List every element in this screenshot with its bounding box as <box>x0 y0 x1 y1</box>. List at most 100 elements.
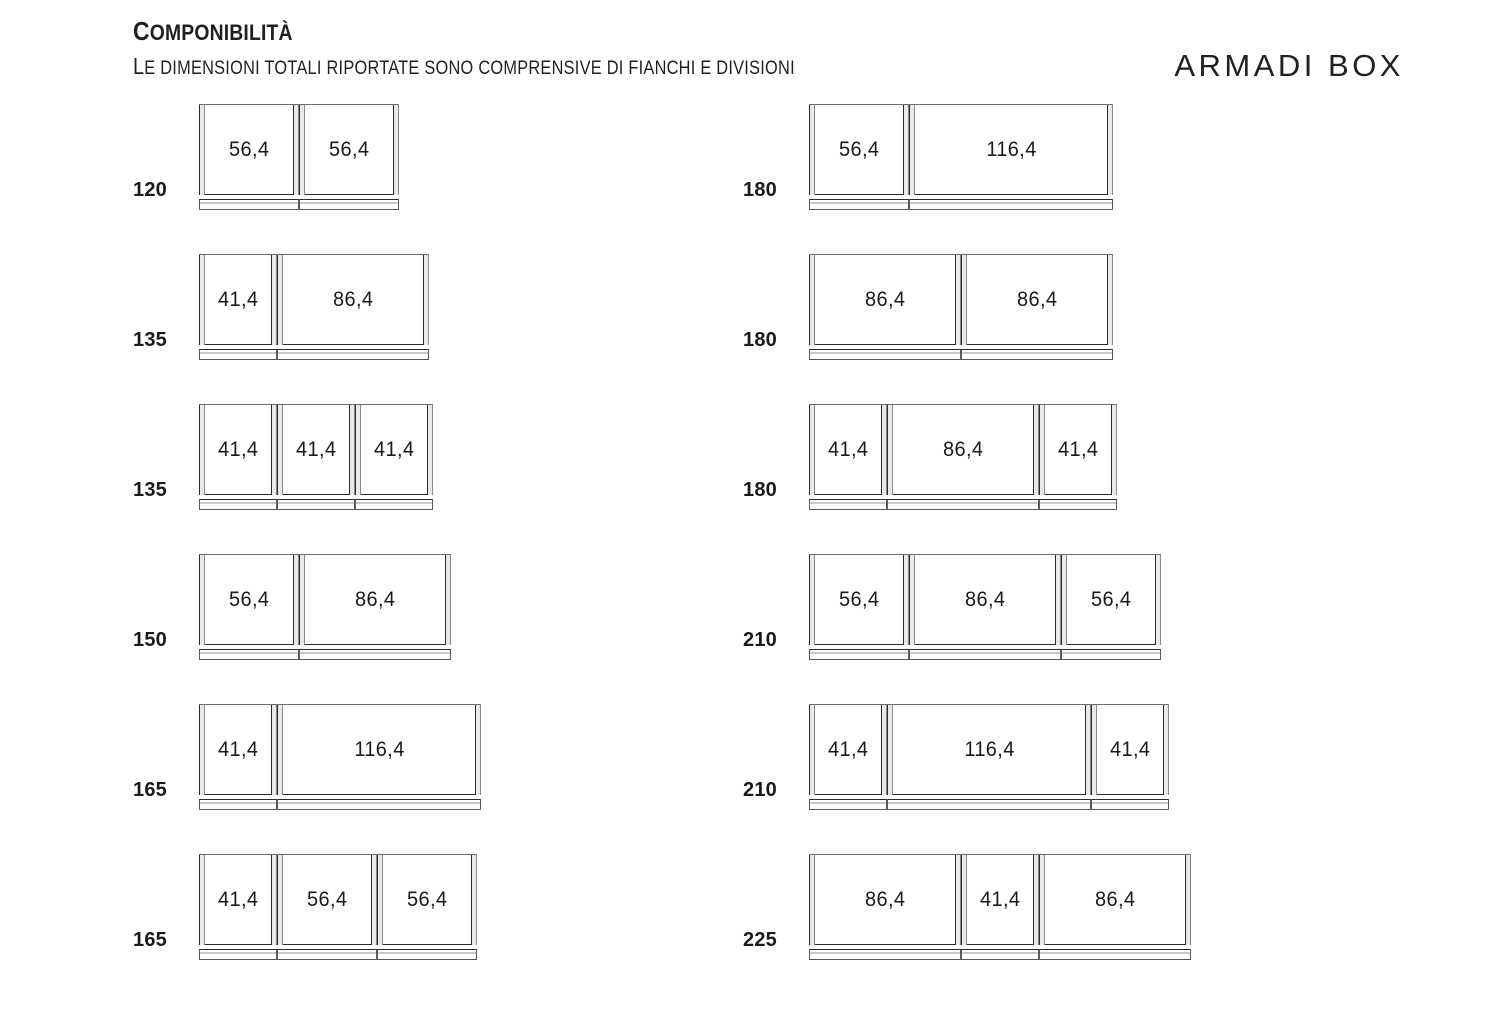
side-panel-left <box>961 255 967 345</box>
module-body: 86,4 <box>299 554 451 645</box>
side-panel-right <box>1033 405 1039 495</box>
module-bay: 116,4 <box>915 105 1107 195</box>
side-panel-left <box>299 105 305 195</box>
wardrobe-module: 86,4 <box>809 854 961 960</box>
module-bay: 56,4 <box>815 105 903 195</box>
side-panel-right <box>271 705 277 795</box>
wardrobe-module: 41,4 <box>199 404 277 510</box>
module-plinth <box>377 949 477 960</box>
module-plinth <box>199 199 299 210</box>
module-plinth <box>1091 799 1169 810</box>
page-subtitle-initial: L <box>133 53 145 79</box>
wardrobe-module: 41,4 <box>355 404 433 510</box>
module-bay: 41,4 <box>815 705 881 795</box>
module-plinth <box>277 499 355 510</box>
module-bay: 86,4 <box>815 855 955 945</box>
module-width-label: 56,4 <box>306 887 348 911</box>
row-total-width-label: 165 <box>133 929 167 951</box>
module-body: 56,4 <box>299 104 399 195</box>
module-body: 86,4 <box>809 254 961 345</box>
module-bay: 86,4 <box>815 255 955 345</box>
side-panel-left <box>887 405 893 495</box>
wardrobe-module: 56,4 <box>199 554 299 660</box>
module-width-label: 41,4 <box>217 737 259 761</box>
side-panel-left <box>377 855 383 945</box>
module-width-label: 56,4 <box>1090 587 1132 611</box>
side-panel-left <box>1039 855 1045 945</box>
module-body: 56,4 <box>199 554 299 645</box>
module-plinth <box>961 949 1039 960</box>
side-panel-right <box>271 255 277 345</box>
side-panel-right <box>881 405 887 495</box>
side-panel-right <box>1163 705 1169 795</box>
module-plinth <box>809 949 961 960</box>
module-bay: 86,4 <box>915 555 1055 645</box>
wardrobe-module: 41,4 <box>809 704 887 810</box>
side-panel-right <box>349 405 355 495</box>
module-body: 116,4 <box>277 704 481 795</box>
module-plinth <box>299 649 451 660</box>
module-body: 56,4 <box>1061 554 1161 645</box>
side-panel-right <box>1155 555 1161 645</box>
module-width-label: 41,4 <box>979 887 1021 911</box>
row-total-width-label: 135 <box>133 479 167 501</box>
module-body: 41,4 <box>809 404 887 495</box>
side-panel-right <box>955 255 961 345</box>
module-body: 56,4 <box>377 854 477 945</box>
module-body: 86,4 <box>961 254 1113 345</box>
module-plinth <box>809 349 961 360</box>
module-plinth <box>277 949 377 960</box>
module-group: 56,4 86,4 <box>199 540 451 660</box>
module-body: 41,4 <box>199 404 277 495</box>
module-bay: 56,4 <box>383 855 471 945</box>
module-body: 41,4 <box>1091 704 1169 795</box>
wardrobe-module: 56,4 <box>809 104 909 210</box>
module-width-label: 116,4 <box>963 737 1015 761</box>
side-panel-left <box>199 405 205 495</box>
module-body: 56,4 <box>199 104 299 195</box>
module-bay: 41,4 <box>205 855 271 945</box>
side-panel-right <box>1107 255 1113 345</box>
side-panel-left <box>355 405 361 495</box>
module-body: 41,4 <box>961 854 1039 945</box>
page-subtitle-rest: E DIMENSIONI TOTALI RIPORTATE SONO COMPR… <box>144 58 795 79</box>
side-panel-right <box>1033 855 1039 945</box>
side-panel-right <box>445 555 451 645</box>
wardrobe-module: 86,4 <box>1039 854 1191 960</box>
page-title-initial: C <box>133 16 150 46</box>
module-plinth <box>809 799 887 810</box>
module-width-label: 56,4 <box>838 587 880 611</box>
side-panel-left <box>809 255 815 345</box>
module-plinth <box>199 499 277 510</box>
module-bay: 86,4 <box>305 555 445 645</box>
module-width-label: 56,4 <box>228 587 270 611</box>
side-panel-right <box>881 705 887 795</box>
module-body: 41,4 <box>809 704 887 795</box>
module-width-label: 56,4 <box>228 137 270 161</box>
module-bay: 86,4 <box>893 405 1033 495</box>
module-group: 86,4 41,4 86,4 <box>809 840 1191 960</box>
module-bay: 41,4 <box>967 855 1033 945</box>
module-group: 56,4 56,4 <box>199 90 399 210</box>
module-bay: 86,4 <box>1045 855 1185 945</box>
side-panel-right <box>293 555 299 645</box>
side-panel-right <box>1111 405 1117 495</box>
module-width-label: 56,4 <box>406 887 448 911</box>
module-group: 41,4 116,4 41,4 <box>809 690 1169 810</box>
side-panel-right <box>1107 105 1113 195</box>
module-width-label: 41,4 <box>217 287 259 311</box>
module-plinth <box>355 499 433 510</box>
side-panel-right <box>371 855 377 945</box>
module-bay: 41,4 <box>205 255 271 345</box>
module-body: 86,4 <box>909 554 1061 645</box>
module-plinth <box>909 199 1113 210</box>
side-panel-left <box>277 405 283 495</box>
side-panel-left <box>809 705 815 795</box>
wardrobe-module: 41,4 <box>277 404 355 510</box>
page-title-rest: OMPONIBILITÀ <box>149 20 293 45</box>
side-panel-left <box>961 855 967 945</box>
